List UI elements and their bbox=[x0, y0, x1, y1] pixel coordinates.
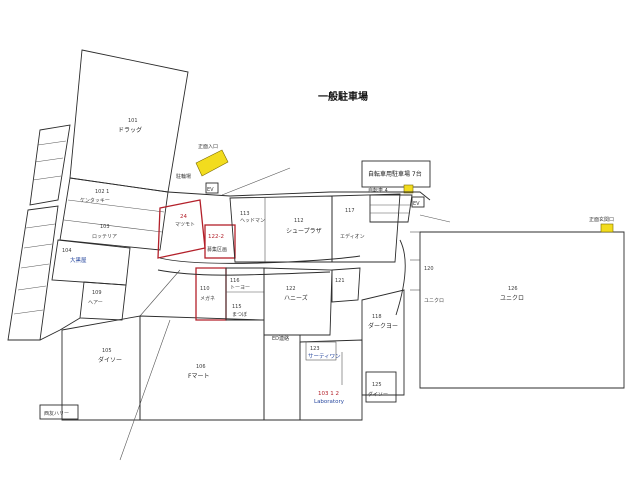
store-102-num: 102 1 bbox=[95, 189, 109, 195]
store-121-outline bbox=[331, 267, 361, 303]
store-117-num: 117 bbox=[345, 208, 355, 214]
store-115-num: 115 bbox=[232, 304, 242, 310]
store-105-outline bbox=[61, 315, 141, 421]
unit-red-lower-outline bbox=[195, 267, 227, 321]
store-110-num: 110 bbox=[200, 286, 210, 292]
mid-entrance-label: 正面入口 bbox=[198, 144, 218, 150]
lower-center-block bbox=[263, 334, 301, 421]
elevator-1-box bbox=[205, 182, 219, 194]
bottom-left-label-box bbox=[39, 404, 79, 420]
bicycle-lot-marker bbox=[403, 184, 414, 194]
corridor-curve-mid bbox=[157, 269, 331, 276]
store-106-name: Fマート bbox=[188, 373, 209, 380]
store-102-outline bbox=[59, 177, 169, 251]
store-115-name: まつぼ bbox=[232, 311, 247, 318]
elevator-2-label: EV bbox=[413, 201, 420, 207]
store-102-name: ケンタッキー bbox=[80, 197, 110, 204]
store-106-num: 106 bbox=[196, 364, 206, 370]
unit-blue-num: 103 1 2 bbox=[318, 391, 339, 397]
store-118-outline bbox=[361, 289, 405, 396]
notice-box-text: 自転車用駐車場 7台 bbox=[368, 170, 422, 178]
store-109-name: ヘアー bbox=[88, 300, 103, 306]
store-118-num: 118 bbox=[372, 314, 382, 320]
store-126-name: ユニクロ bbox=[500, 295, 524, 302]
store-112-name: シュープラザ bbox=[286, 228, 322, 235]
vacant-unit-sub: 募集区画 bbox=[207, 246, 227, 253]
left-small-units bbox=[7, 205, 59, 341]
left-column-block bbox=[29, 124, 71, 206]
store-126-outline bbox=[419, 231, 625, 389]
store-118-name: ダークヨー bbox=[368, 322, 398, 330]
store-104-outline bbox=[51, 239, 131, 286]
bottom-right-label: ED連絡 bbox=[272, 335, 289, 342]
unit-24-outline bbox=[157, 199, 206, 259]
right-entrance-marker bbox=[600, 223, 614, 233]
store-125-name: ダイソー bbox=[368, 391, 388, 398]
entrance-marker bbox=[195, 149, 229, 177]
notice-box bbox=[361, 160, 431, 188]
store-125-num: 125 bbox=[372, 382, 382, 388]
unit-blue-outline bbox=[299, 339, 363, 421]
store-110-name: メガネ bbox=[200, 295, 215, 302]
store-120-num: 120 bbox=[424, 266, 434, 272]
store-103-num: 103 bbox=[100, 224, 110, 230]
unit-blue-sub: Laboratory bbox=[314, 399, 345, 405]
ev-cluster bbox=[369, 194, 413, 223]
unit-24-num: 24 bbox=[180, 214, 187, 220]
parking-label: 駐輪場 bbox=[176, 173, 191, 180]
store-122-name: ハニーズ bbox=[284, 294, 308, 302]
store-123-name: サーティワン bbox=[308, 353, 341, 360]
store-121-num: 121 bbox=[335, 278, 345, 284]
store-103-name: ロッテリア bbox=[92, 234, 117, 240]
map-title: 一般駐車場 bbox=[318, 90, 368, 103]
store-101-num: 101 bbox=[128, 118, 138, 124]
corridor-curve-right bbox=[395, 239, 406, 316]
store-108-name: マツモト bbox=[175, 222, 195, 228]
store-122-outline bbox=[263, 267, 333, 336]
store-101-name: ドラッグ bbox=[118, 126, 142, 134]
store-104-name: 大黒屋 bbox=[70, 256, 87, 264]
vacant-unit-num: 122-2 bbox=[208, 234, 224, 240]
right-entrance-label: 正面玄関口 bbox=[589, 216, 614, 223]
elevator-1-label: EV bbox=[207, 187, 214, 193]
store-122-num: 122 bbox=[286, 286, 296, 292]
elevator-2-box bbox=[411, 196, 425, 208]
store-126-num: 126 bbox=[508, 286, 518, 292]
store-125-outline bbox=[365, 371, 397, 403]
store-109-num: 109 bbox=[92, 290, 102, 296]
store-117-name: エディオン bbox=[340, 233, 365, 240]
store-112-num: 112 bbox=[294, 218, 304, 224]
bicycle-lot-label: 自転車 4 bbox=[368, 187, 388, 194]
upper-corridor-wall bbox=[167, 191, 431, 201]
corridor-curve-top bbox=[159, 255, 361, 264]
bottom-left-label: 西友ハリー bbox=[44, 410, 69, 417]
store-104-num: 104 bbox=[62, 248, 72, 254]
store-120-name: ユニクロ bbox=[424, 298, 444, 304]
store-116-num: 116 bbox=[230, 278, 240, 284]
small-unit-cluster bbox=[79, 281, 127, 321]
store-111-name: ヘッドマン bbox=[240, 218, 265, 224]
store-116-name: トーヨー bbox=[230, 285, 250, 291]
store-111-label: 113 bbox=[240, 211, 250, 217]
store-117-outline bbox=[331, 193, 401, 263]
bottom-left-wall bbox=[8, 317, 81, 341]
vacant-unit-outline bbox=[204, 224, 236, 259]
store-105-num: 105 bbox=[102, 348, 112, 354]
store-105-name: ダイソー bbox=[98, 356, 122, 364]
store-123-num: 123 bbox=[310, 346, 320, 352]
